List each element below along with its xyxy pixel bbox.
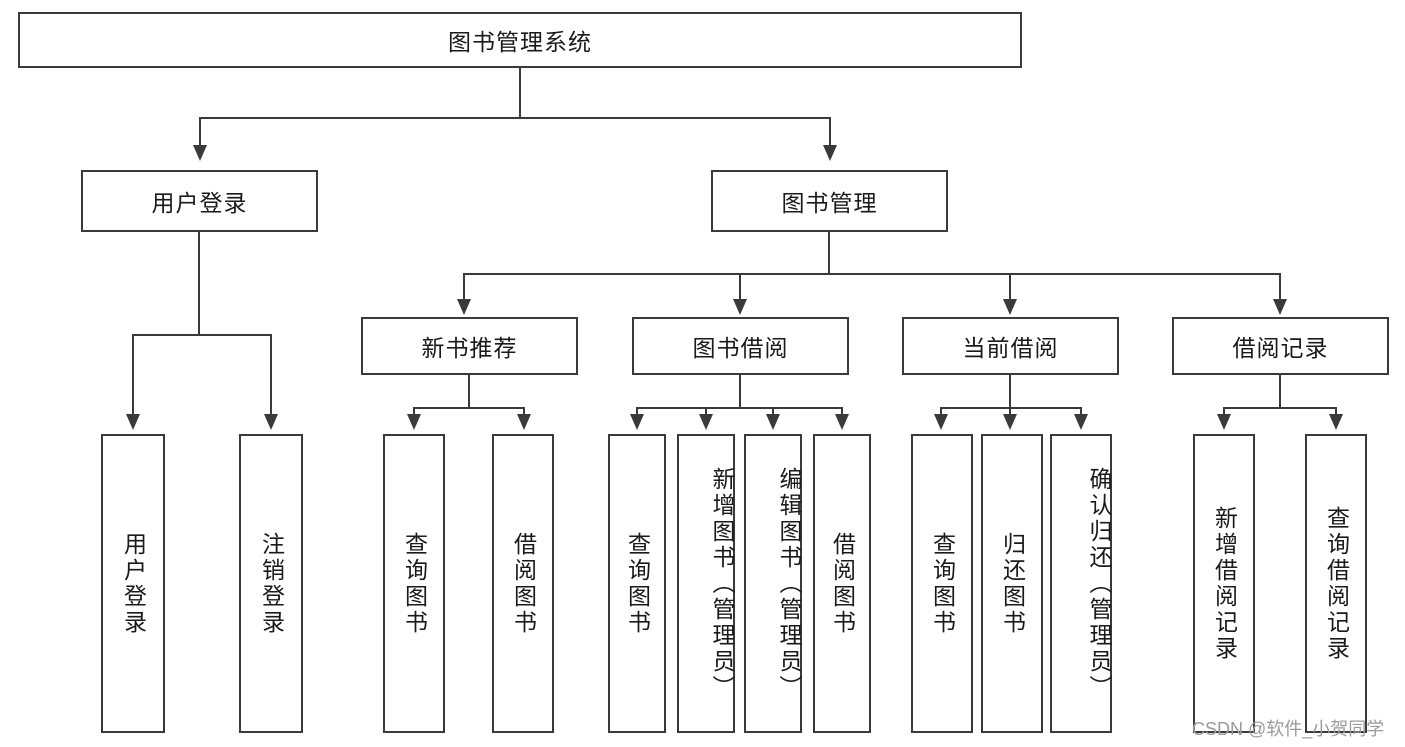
node-new-book-recommend[interactable]: 新书推荐 — [361, 317, 578, 375]
node-label: 当前借阅 — [962, 335, 1059, 361]
connector-current-borrow-drop-3 — [1080, 407, 1082, 416]
connector-root-stem — [519, 68, 521, 118]
arrow-borrow-records-leaf-1 — [1217, 414, 1231, 430]
arrow-user-login-leaf-2 — [264, 414, 278, 430]
node-label: 图书管理 — [781, 190, 878, 216]
connector-user-login-drop-1 — [132, 334, 134, 416]
connector-user-login-bus — [133, 334, 272, 336]
arrow-current-borrow-leaf-3 — [1074, 414, 1088, 430]
leaf-current-borrow-return-books[interactable]: 归还图书 — [981, 434, 1043, 733]
connector-book-borrow-drop-4 — [841, 407, 843, 416]
leaf-current-borrow-query-books[interactable]: 查询图书 — [911, 434, 973, 733]
arrow-book-borrow-leaf-2 — [699, 414, 713, 430]
arrow-new-book-leaf-1 — [407, 414, 421, 430]
arrow-root-to-user-login — [193, 145, 207, 161]
connector-current-borrow-drop-2 — [1009, 407, 1011, 416]
arrow-book-manage-to-borrow-records — [1273, 299, 1287, 315]
connector-root-to-user-login — [199, 117, 201, 147]
watermark-text: CSDN @软件_小贺同学 — [1192, 719, 1385, 739]
connector-book-borrow-stem — [739, 375, 741, 408]
node-label: 查询图书 — [401, 531, 428, 636]
node-label: 编辑图书（管理员） — [776, 466, 802, 701]
node-user-login[interactable]: 用户登录 — [81, 170, 318, 232]
connector-new-book-drop-2 — [523, 407, 525, 416]
arrow-current-borrow-leaf-2 — [1003, 414, 1017, 430]
connector-new-book-bus — [414, 407, 524, 409]
connector-book-borrow-drop-2 — [705, 407, 707, 416]
node-root-system[interactable]: 图书管理系统 — [18, 12, 1022, 68]
arrow-current-borrow-leaf-1 — [934, 414, 948, 430]
node-label: 用户登录 — [120, 531, 147, 636]
arrow-book-manage-to-current-borrow — [1003, 299, 1017, 315]
connector-book-manage-drop-4 — [1279, 273, 1281, 301]
arrow-root-to-book-manage — [823, 145, 837, 161]
node-label: 新书推荐 — [421, 335, 518, 361]
connector-new-book-drop-1 — [413, 407, 415, 416]
leaf-user-login-logout[interactable]: 注销登录 — [239, 434, 303, 733]
node-label: 确认归还（管理员） — [1086, 466, 1112, 701]
node-label: 查询图书 — [624, 531, 651, 636]
connector-borrow-records-drop-2 — [1335, 407, 1337, 416]
connector-current-borrow-stem — [1009, 375, 1011, 408]
leaf-new-book-query-books[interactable]: 查询图书 — [383, 434, 445, 733]
leaf-book-borrow-borrow-books[interactable]: 借阅图书 — [813, 434, 871, 733]
node-book-management[interactable]: 图书管理 — [711, 170, 948, 232]
connector-book-borrow-drop-3 — [772, 407, 774, 416]
arrow-book-borrow-leaf-1 — [630, 414, 644, 430]
arrow-book-borrow-leaf-3 — [766, 414, 780, 430]
connector-book-manage-drop-3 — [1009, 273, 1011, 301]
connector-root-to-book-manage — [829, 117, 831, 147]
node-label: 借阅记录 — [1232, 335, 1329, 361]
node-label: 新增图书（管理员） — [709, 466, 735, 701]
arrow-book-manage-to-book-borrow — [733, 299, 747, 315]
node-label: 归还图书 — [999, 531, 1026, 636]
arrow-book-manage-to-new-book — [457, 299, 471, 315]
node-current-borrow[interactable]: 当前借阅 — [902, 317, 1119, 375]
leaf-borrow-records-query-record[interactable]: 查询借阅记录 — [1305, 434, 1367, 733]
leaf-current-borrow-confirm-return-admin[interactable]: 确认归还（管理员） — [1050, 434, 1112, 733]
leaf-book-borrow-edit-book-admin[interactable]: 编辑图书（管理员） — [744, 434, 802, 733]
connector-current-borrow-drop-1 — [940, 407, 942, 416]
connector-book-borrow-bus — [637, 407, 843, 409]
connector-root-bus — [199, 117, 831, 119]
connector-user-login-stem — [198, 232, 200, 335]
leaf-user-login-login[interactable]: 用户登录 — [101, 434, 165, 733]
arrow-book-borrow-leaf-4 — [835, 414, 849, 430]
connector-book-manage-bus — [464, 273, 1280, 275]
node-label: 图书管理系统 — [448, 29, 592, 55]
connector-borrow-records-bus — [1224, 407, 1336, 409]
node-label: 用户登录 — [151, 190, 248, 216]
node-book-borrow[interactable]: 图书借阅 — [632, 317, 849, 375]
leaf-new-book-borrow-books[interactable]: 借阅图书 — [492, 434, 554, 733]
node-label: 借阅图书 — [829, 531, 856, 636]
node-label: 查询借阅记录 — [1323, 505, 1350, 662]
connector-user-login-drop-2 — [270, 334, 272, 416]
arrow-new-book-leaf-2 — [517, 414, 531, 430]
leaf-book-borrow-add-book-admin[interactable]: 新增图书（管理员） — [677, 434, 735, 733]
arrow-user-login-leaf-1 — [126, 414, 140, 430]
leaf-book-borrow-query-books[interactable]: 查询图书 — [608, 434, 666, 733]
connector-book-manage-stem — [828, 232, 830, 274]
connector-book-manage-drop-2 — [739, 273, 741, 301]
connector-current-borrow-bus — [941, 407, 1081, 409]
node-label: 图书借阅 — [692, 335, 789, 361]
connector-book-borrow-drop-1 — [636, 407, 638, 416]
arrow-borrow-records-leaf-2 — [1329, 414, 1343, 430]
leaf-borrow-records-add-record[interactable]: 新增借阅记录 — [1193, 434, 1255, 733]
connector-new-book-stem — [468, 375, 470, 408]
connector-borrow-records-stem — [1279, 375, 1281, 408]
connector-borrow-records-drop-1 — [1223, 407, 1225, 416]
node-borrow-records[interactable]: 借阅记录 — [1172, 317, 1389, 375]
node-label: 新增借阅记录 — [1211, 505, 1238, 662]
node-label: 查询图书 — [929, 531, 956, 636]
connector-book-manage-drop-1 — [463, 273, 465, 301]
node-label: 注销登录 — [258, 531, 285, 636]
node-label: 借阅图书 — [510, 531, 537, 636]
